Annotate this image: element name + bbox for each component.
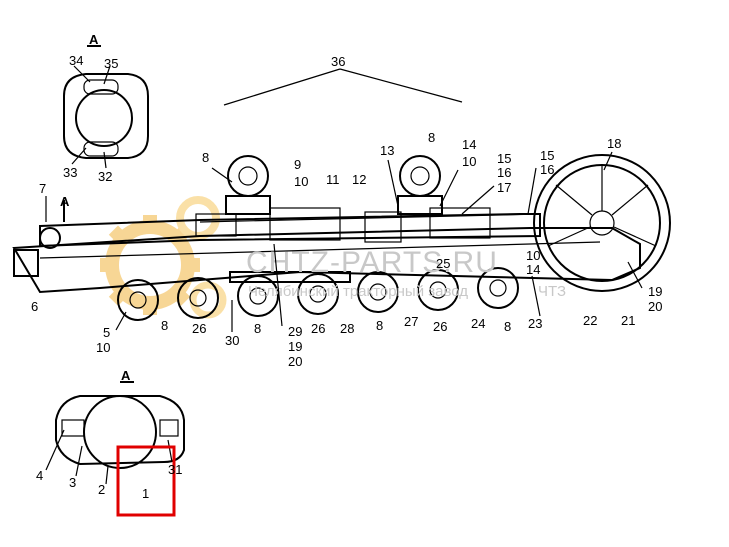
view-mark-arrow: A <box>60 194 70 209</box>
callout-19a: 19 <box>288 339 302 354</box>
track-roller <box>177 277 219 319</box>
track-roller <box>117 279 159 321</box>
callout-36: 36 <box>331 54 345 69</box>
callout-15a: 15 <box>497 151 511 166</box>
callout-12: 12 <box>352 172 366 187</box>
section-view-bottom <box>45 381 185 485</box>
callout-7: 7 <box>39 181 46 196</box>
carrier-roller-left <box>225 155 271 215</box>
callout-14b: 14 <box>526 262 540 277</box>
view-mark-bottom: A <box>121 368 131 383</box>
callout-30: 30 <box>225 333 239 348</box>
callout-10a: 10 <box>294 174 308 189</box>
callout-leaders <box>45 151 643 332</box>
callout-35: 35 <box>104 56 118 71</box>
callout-26b: 26 <box>311 321 325 336</box>
callout-21: 21 <box>621 313 635 328</box>
callout-16a: 16 <box>497 165 511 180</box>
callout-26a: 26 <box>192 321 206 336</box>
callout-8c: 8 <box>161 318 168 333</box>
watermark-subtitle: Челябинский тракторный завод <box>248 283 468 300</box>
track-frame <box>12 200 641 294</box>
track-roller <box>297 273 339 315</box>
callout-20a: 20 <box>288 354 302 369</box>
callout-8e: 8 <box>376 318 383 333</box>
callout-20b: 20 <box>648 299 662 314</box>
highlight-box <box>116 445 176 517</box>
callout-22: 22 <box>583 313 597 328</box>
callout-11: 11 <box>326 172 340 187</box>
callout-32: 32 <box>98 169 112 184</box>
callout-8f: 8 <box>504 319 511 334</box>
callout-8d: 8 <box>254 321 261 336</box>
callout-29: 29 <box>288 324 302 339</box>
callout-17: 17 <box>497 180 511 195</box>
track-roller <box>357 271 399 313</box>
callout-10d: 10 <box>96 340 110 355</box>
callout-8a: 8 <box>202 150 209 165</box>
callout-25: 25 <box>436 256 450 271</box>
track-rollers <box>117 267 519 321</box>
callout-10c: 10 <box>526 248 540 263</box>
callout-26c: 26 <box>433 319 447 334</box>
callout-4: 4 <box>36 468 43 483</box>
callout-24: 24 <box>471 316 485 331</box>
callout-16b: 16 <box>540 162 554 177</box>
callout-19b: 19 <box>648 284 662 299</box>
callout-15b: 15 <box>540 148 554 163</box>
callout-28: 28 <box>340 321 354 336</box>
callout-36-leader <box>223 68 463 106</box>
callout-3: 3 <box>69 475 76 490</box>
callout-10b: 10 <box>462 154 476 169</box>
carrier-roller-right <box>397 155 443 215</box>
track-roller <box>417 269 459 311</box>
callout-27: 27 <box>404 314 418 329</box>
callout-2: 2 <box>98 482 105 497</box>
callout-18: 18 <box>607 136 621 151</box>
callout-6: 6 <box>31 299 38 314</box>
callout-9: 9 <box>294 157 301 172</box>
callout-8b: 8 <box>428 130 435 145</box>
callout-33: 33 <box>63 165 77 180</box>
track-roller <box>237 275 279 317</box>
watermark-logo-lettering: ЧТЗ <box>538 283 566 300</box>
callout-13: 13 <box>380 143 394 158</box>
callout-31: 31 <box>168 462 182 477</box>
watermark-gear-icon <box>100 196 227 319</box>
callout-34: 34 <box>69 53 83 68</box>
callout-1-highlighted: 1 <box>142 486 149 501</box>
section-view-top <box>63 45 149 169</box>
view-mark-top: A <box>89 32 99 47</box>
callout-5: 5 <box>103 325 110 340</box>
track-roller <box>477 267 519 309</box>
watermark-site: CHTZ-PARTS.RU <box>246 246 498 279</box>
callout-14a: 14 <box>462 137 476 152</box>
idler-wheel <box>533 154 671 292</box>
callout-23: 23 <box>528 316 542 331</box>
